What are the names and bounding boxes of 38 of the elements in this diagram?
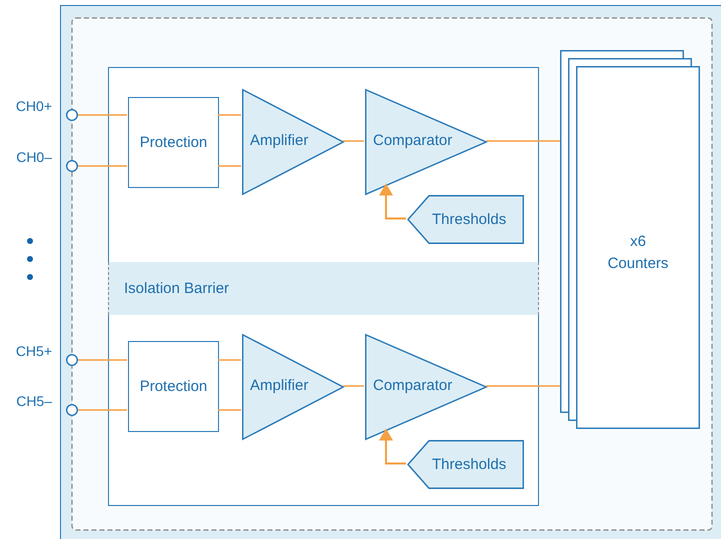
pentagon-block	[407, 195, 524, 244]
band-label: Isolation Barrier	[124, 280, 230, 298]
block-label: Comparator	[373, 377, 452, 395]
signal-line	[78, 114, 127, 116]
block-label: Comparator	[373, 132, 452, 150]
signal-line	[486, 385, 560, 387]
signal-line	[218, 114, 241, 116]
channel-box	[108, 314, 539, 506]
arrow	[379, 428, 406, 464]
signal-line	[218, 409, 241, 411]
stacked-boxes	[560, 50, 700, 429]
block-label: x6 Counters	[606, 232, 670, 274]
terminal-label: CH5–	[16, 392, 52, 410]
pentagon-block	[407, 440, 524, 489]
signal-line	[78, 359, 127, 361]
block-label: Amplifier	[250, 377, 308, 395]
block-label: Protection	[138, 378, 208, 396]
signal-line	[486, 140, 560, 142]
process-box	[128, 341, 219, 432]
signal-line	[343, 140, 364, 142]
block-label: Protection	[138, 134, 208, 152]
channel-box	[108, 67, 539, 263]
block-label: Amplifier	[250, 132, 308, 150]
triangle-block	[242, 334, 344, 440]
signal-line	[78, 409, 127, 411]
signal-line	[218, 359, 241, 361]
terminal-label: CH0+	[16, 97, 52, 115]
terminal-label: CH5+	[16, 342, 52, 360]
terminal-label: CH0–	[16, 148, 52, 166]
barrier-band	[108, 262, 539, 315]
triangle-block	[242, 89, 344, 195]
process-box	[128, 97, 219, 188]
signal-line	[78, 165, 127, 167]
signal-line	[218, 165, 241, 167]
block-label: Thresholds	[432, 456, 506, 474]
signal-line	[343, 385, 364, 387]
arrow	[379, 183, 406, 220]
block-label: Thresholds	[432, 210, 506, 228]
